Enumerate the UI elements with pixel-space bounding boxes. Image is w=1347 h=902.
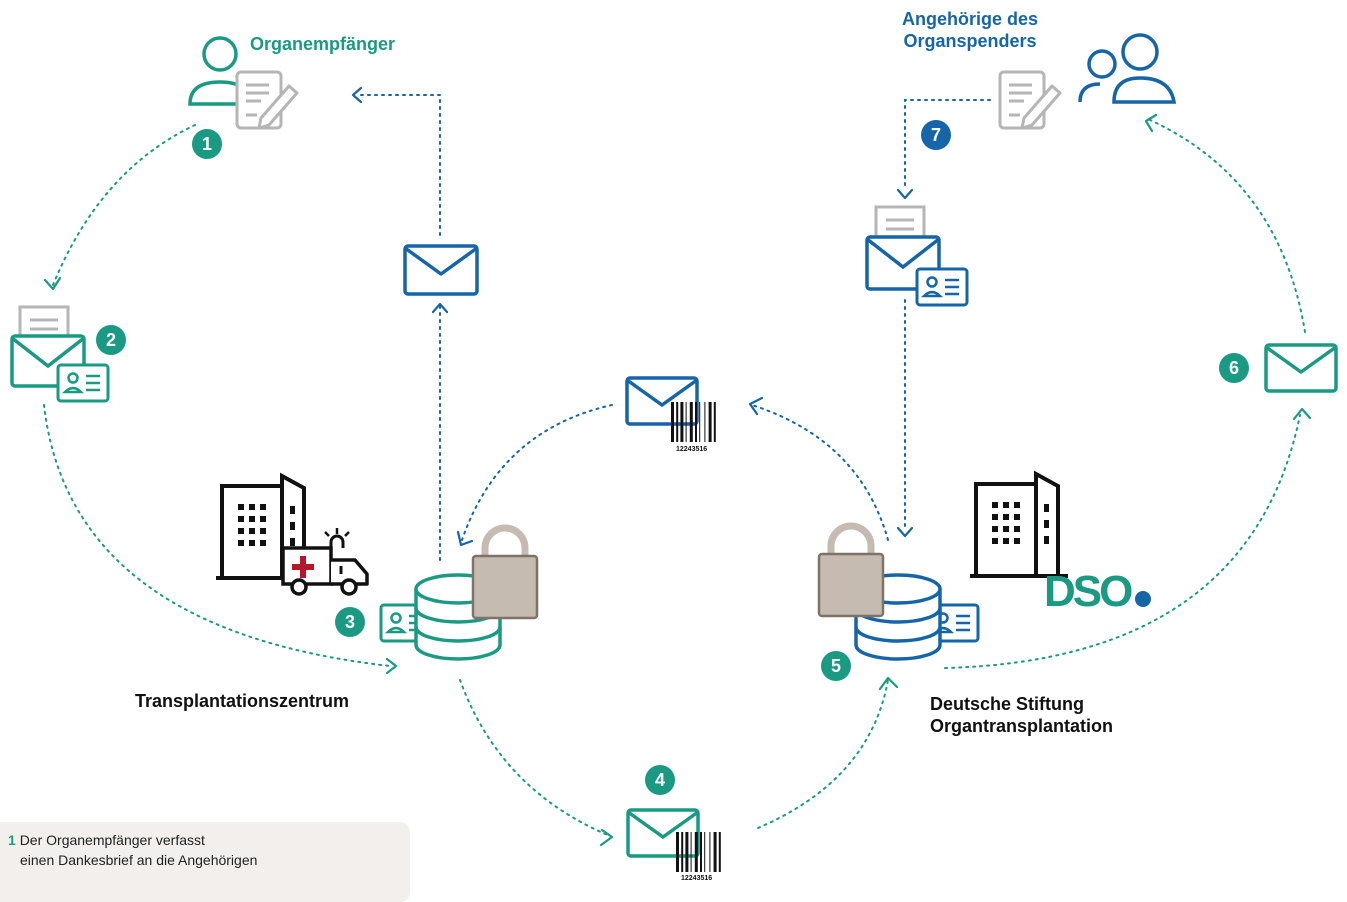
arrowhead-db-right	[896, 526, 914, 538]
svg-text:4: 4	[655, 770, 665, 790]
step-badge-3: 3	[335, 607, 365, 637]
arrowhead-4	[599, 828, 614, 847]
flow-arc-7-envelope	[904, 99, 991, 191]
envelope-letter-id-icon	[865, 205, 969, 307]
svg-text:7: 7	[931, 125, 941, 145]
arrowhead-envelope-left	[431, 302, 449, 314]
envelope-letter-id-icon	[10, 305, 110, 403]
group-icon	[1078, 33, 1177, 104]
barcode-bar	[676, 832, 679, 872]
svg-text:5: 5	[831, 656, 841, 676]
barcode-bar	[708, 402, 712, 442]
envelope-barcode-icon: 12243516	[626, 808, 721, 881]
barcode-bar	[685, 402, 687, 442]
step-badge-4: 4	[645, 765, 675, 795]
barcode-bar	[704, 402, 706, 442]
ambulance-icon	[281, 528, 369, 596]
transplant-center-label: Transplantationszentrum	[135, 691, 350, 711]
dso-label: Deutsche Stiftung Organtransplantation	[930, 693, 1113, 737]
flow-arc-4-5	[757, 679, 889, 829]
step-badge-1: 1	[192, 129, 222, 159]
envelope-barcode-icon: 12243516	[625, 376, 716, 453]
database-lock-icon	[819, 526, 980, 661]
step-badge-7: 7	[921, 120, 951, 150]
legend-line1: Der Organempfänger verfasst	[19, 832, 205, 848]
barcode-bar	[704, 832, 706, 872]
relatives-label-line2: Organspenders	[903, 31, 1037, 51]
svg-text:6: 6	[1229, 358, 1239, 378]
dso-building-icon	[968, 472, 1070, 578]
flow-arc-5-6	[944, 414, 1301, 669]
document-pen-icon	[998, 70, 1062, 130]
barcode-bar	[700, 832, 702, 872]
arrowhead-6	[1292, 407, 1312, 421]
legend-text: 1 Der Organempfänger verfasst einen Dank…	[8, 830, 388, 870]
flow-arc-mid-3	[461, 404, 613, 541]
barcode	[676, 832, 721, 872]
barcode	[671, 402, 716, 442]
arrowhead-3	[385, 657, 398, 675]
svg-text:2: 2	[106, 330, 116, 350]
flow-arc-2-3	[43, 404, 391, 667]
recipient-label: Organempfänger	[250, 34, 396, 54]
envelope-icon	[1264, 343, 1338, 393]
arrowhead-7	[1144, 113, 1158, 133]
step-badge-2: 2	[96, 325, 126, 355]
barcode-number: 12243516	[681, 875, 712, 881]
svg-text:1: 1	[202, 134, 212, 154]
barcode-bar	[690, 832, 692, 872]
barcode-bar	[713, 402, 716, 442]
barcode-bar	[685, 832, 689, 872]
barcode-bar	[718, 832, 721, 872]
dso-logo: DSO	[1044, 567, 1132, 616]
relatives-label-line1: Angehörige des	[901, 9, 1039, 29]
flow-arc-3-4	[459, 679, 611, 837]
document-pen-icon	[235, 70, 299, 130]
data-exchange-diagram: 12243516 12243516 DSO 1 2	[10, 33, 1338, 881]
barcode-bar	[713, 832, 717, 872]
barcode-bar	[695, 402, 697, 442]
dso-label-line1: Deutsche Stiftung	[930, 694, 1085, 714]
barcode-bar	[699, 402, 701, 442]
barcode-bar	[709, 832, 711, 872]
relatives-label: Angehörige des Organspenders	[880, 8, 1060, 52]
barcode-number: 12243516	[676, 446, 707, 453]
arrowhead-recipient	[351, 86, 363, 104]
flow-arc-5-mid	[751, 404, 889, 541]
database-lock-icon	[379, 528, 537, 661]
flow-arc-envelope-1	[359, 94, 441, 236]
arrowhead-db-left	[456, 530, 474, 547]
envelope-icon	[403, 244, 479, 296]
dso-label-line2: Organtransplantation	[930, 716, 1114, 736]
svg-text:3: 3	[345, 612, 355, 632]
step-badge-5: 5	[821, 651, 851, 681]
flow-arc-1-2	[52, 124, 196, 286]
barcode-bar	[676, 402, 679, 442]
arrowhead-mid	[748, 396, 764, 416]
step-badge-6: 6	[1219, 353, 1249, 383]
arrowhead-envelope-right	[896, 188, 914, 200]
barcode-bar	[689, 402, 693, 442]
barcode-bar	[680, 402, 684, 442]
arrowhead-2	[43, 276, 62, 291]
legend-step-number: 1	[8, 832, 16, 848]
barcode-bar	[671, 402, 674, 442]
legend-line2: einen Dankesbrief an die Angehörigen	[20, 852, 258, 868]
flow-arc-6-7	[1149, 119, 1306, 333]
barcode-bar	[694, 832, 698, 872]
dso-logo-dot	[1135, 591, 1151, 607]
barcode-bar	[681, 832, 684, 872]
arrowhead-5	[878, 676, 899, 691]
